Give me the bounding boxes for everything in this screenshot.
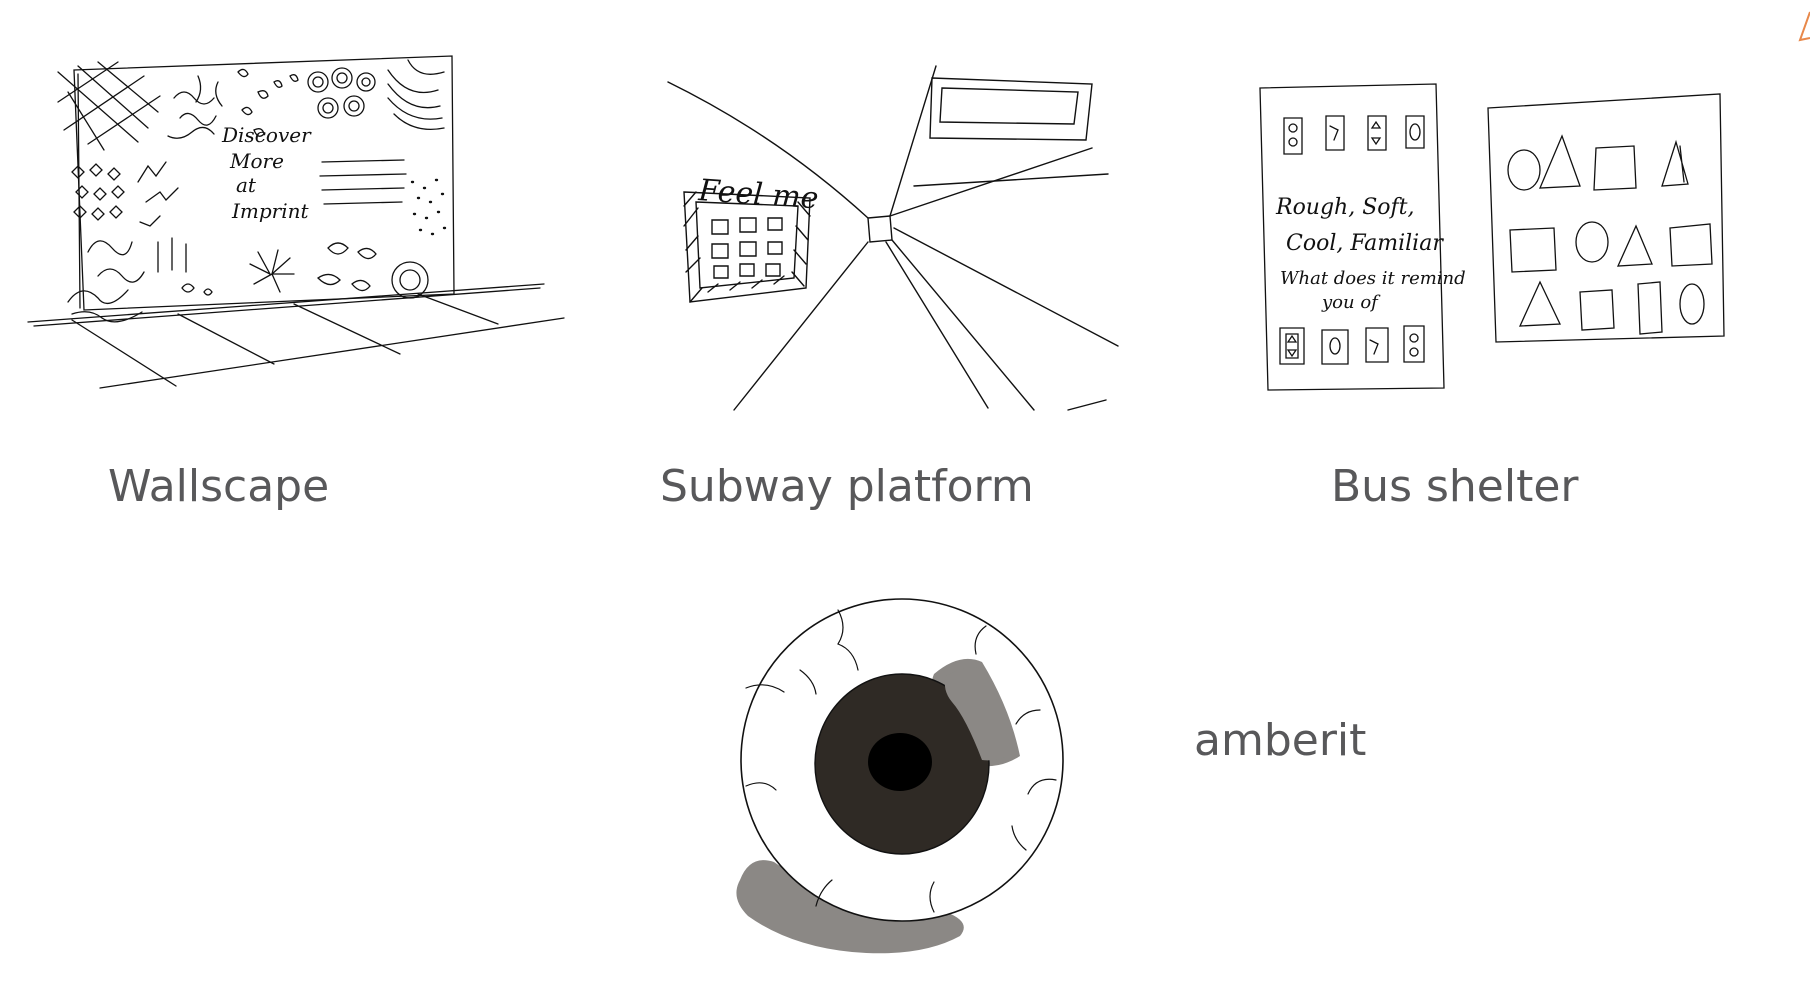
subway-platform-caption: Subway platform	[660, 461, 1034, 512]
subway-sign-text: Feel me	[696, 173, 819, 216]
wallscape-text-line-1: Discover	[221, 123, 312, 147]
eyeball-caption: amberit	[1194, 715, 1367, 766]
eyeball-sketch	[736, 590, 1080, 954]
wallscape-text-line-4: Imprint	[231, 199, 310, 223]
subway-sketch: Feel me	[668, 66, 1128, 416]
bus-shelter-sketch: Rough, Soft, Cool, Familiar What does it…	[1256, 80, 1736, 400]
bus-text-line-3: What does it remind	[1280, 268, 1466, 289]
bus-text-line-4: you of	[1321, 292, 1381, 313]
wallscape-caption: Wallscape	[108, 461, 330, 512]
wallscape-text-line-3: at	[236, 173, 257, 197]
bus-text-line-2: Cool, Familiar	[1286, 231, 1444, 256]
eyeball-pupil	[868, 733, 932, 791]
bus-shelter-caption: Bus shelter	[1331, 461, 1579, 512]
bus-text-line-1: Rough, Soft,	[1275, 195, 1415, 220]
corner-accent-mark	[1798, 11, 1810, 42]
wallscape-text-line-2: More	[229, 149, 284, 173]
wallscape-sketch: Discover More at Imprint	[28, 52, 568, 402]
